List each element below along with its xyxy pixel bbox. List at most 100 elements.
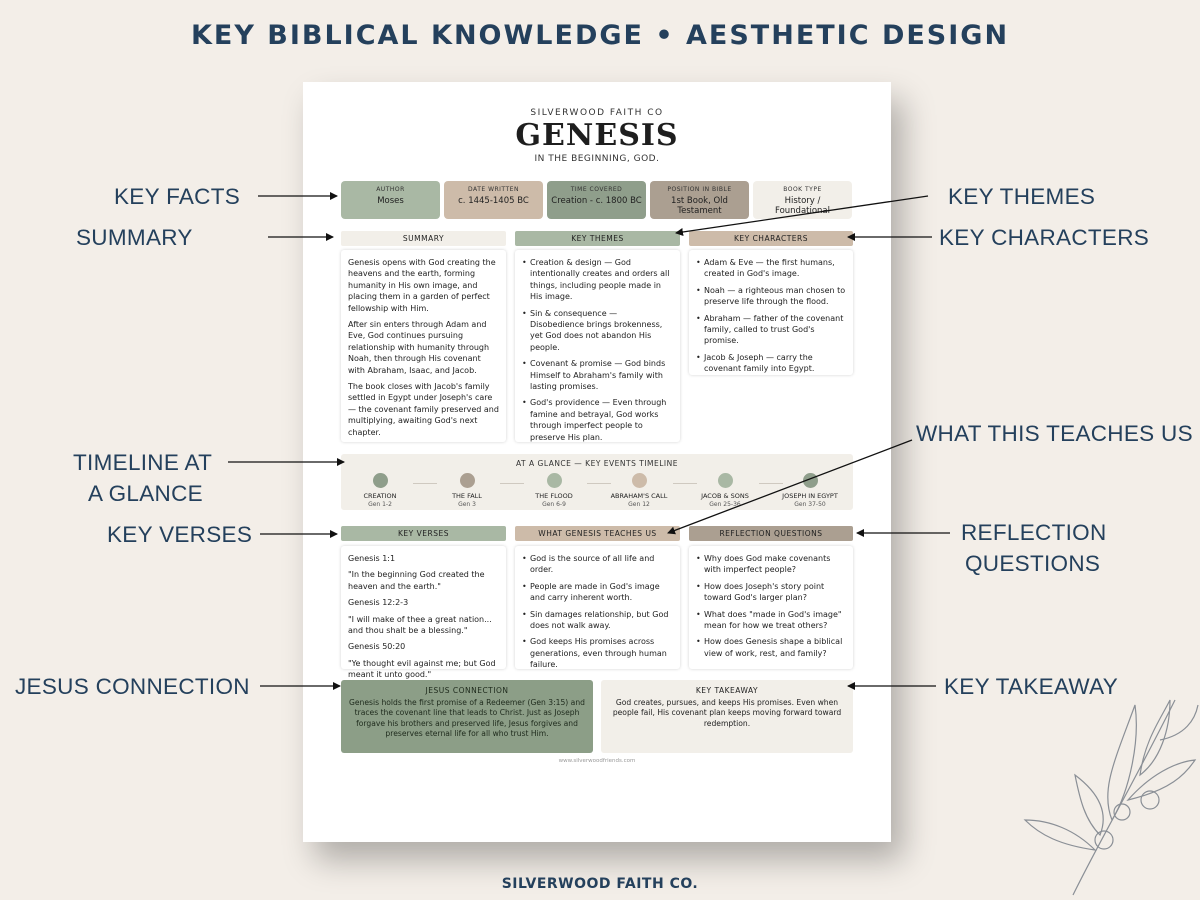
worksheet: SILVERWOOD FAITH CO GENESIS IN THE BEGIN… bbox=[303, 82, 891, 842]
timeline-dot bbox=[802, 473, 818, 488]
timeline-event: JOSEPH IN EGYPT Gen 37-50 bbox=[769, 473, 851, 508]
fact-value: Moses bbox=[377, 196, 404, 206]
footer-brand: SILVERWOOD FAITH CO. bbox=[501, 876, 699, 892]
key-takeaway-text: God creates, pursues, and keeps His prom… bbox=[612, 698, 842, 728]
fact-value: c. 1445-1405 BC bbox=[458, 196, 529, 206]
reflection-box: Why does God make covenants with imperfe… bbox=[689, 546, 853, 669]
teaches-box: God is the source of all life and order.… bbox=[515, 546, 680, 669]
fact-time-covered: TIME COVERED Creation - c. 1800 BC bbox=[547, 181, 646, 219]
fact-label: DATE WRITTEN bbox=[468, 186, 519, 193]
theme-item: Covenant & promise — God binds Himself t… bbox=[522, 358, 673, 392]
key-takeaway-header: KEY TAKEAWAY bbox=[695, 686, 759, 695]
timeline-dot bbox=[546, 473, 562, 488]
fact-value: 1st Book, Old Testament bbox=[671, 196, 728, 216]
teaches-header: WHAT GENESIS TEACHES US bbox=[515, 526, 680, 541]
timeline-event-ref: Gen 3 bbox=[458, 501, 476, 508]
fact-date-written: DATE WRITTEN c. 1445-1405 BC bbox=[444, 181, 543, 219]
summary-paragraph: The book closes with Jacob's family sett… bbox=[348, 382, 499, 437]
reflection-item: Why does God make covenants with imperfe… bbox=[696, 553, 846, 576]
timeline-connector bbox=[413, 483, 437, 484]
reflection-item: What does "made in God's image" mean for… bbox=[696, 609, 846, 632]
teaching-item: Sin damages relationship, but God does n… bbox=[522, 609, 673, 632]
key-takeaway-panel: KEY TAKEAWAY God creates, pursues, and k… bbox=[601, 680, 853, 753]
timeline-event-name: THE FLOOD bbox=[535, 492, 573, 500]
verse-reference: Genesis 50:20 bbox=[348, 642, 406, 652]
timeline-event-name: JOSEPH IN EGYPT bbox=[782, 492, 838, 500]
character-item: Jacob & Joseph — carry the covenant fami… bbox=[696, 352, 846, 375]
callout-key-takeaway: KEY TAKEAWAY bbox=[944, 674, 1119, 699]
callout-timeline-line2: A GLANCE bbox=[88, 481, 203, 506]
characters-header: KEY CHARACTERS bbox=[689, 231, 853, 246]
timeline-dot bbox=[717, 473, 733, 488]
fact-value: Creation - c. 1800 BC bbox=[551, 196, 642, 206]
teaching-item: People are made in God's image and carry… bbox=[522, 581, 673, 604]
sheet-title: GENESIS bbox=[515, 118, 679, 153]
jesus-connection-text: Genesis holds the first promise of a Red… bbox=[349, 698, 585, 739]
timeline-connector bbox=[500, 483, 524, 484]
timeline-event: ABRAHAM'S CALL Gen 12 bbox=[598, 473, 680, 508]
timeline-event-ref: Gen 1-2 bbox=[368, 501, 392, 508]
verses-box: Genesis 1:1 "In the beginning God create… bbox=[341, 546, 506, 679]
callout-jesus-connection: JESUS CONNECTION bbox=[15, 674, 250, 699]
page-banner: KEY BIBLICAL KNOWLEDGE • AESTHETIC DESIG… bbox=[190, 20, 1010, 51]
themes-header: KEY THEMES bbox=[515, 231, 680, 246]
olive-branch-icon bbox=[1023, 699, 1199, 896]
callout-reflection-line2: QUESTIONS bbox=[965, 551, 1101, 576]
verse-text: "Ye thought evil against me; but God mea… bbox=[348, 658, 496, 680]
timeline-connector bbox=[673, 483, 697, 484]
character-item: Noah — a righteous man chosen to preserv… bbox=[696, 285, 846, 308]
timeline-connector bbox=[587, 483, 611, 484]
callout-summary: SUMMARY bbox=[76, 225, 193, 250]
timeline-event-name: CREATION bbox=[363, 492, 397, 500]
reflection-item: How does Genesis shape a biblical view o… bbox=[696, 636, 846, 659]
timeline-event: CREATION Gen 1-2 bbox=[339, 473, 421, 508]
timeline-dot bbox=[459, 473, 475, 488]
themes-box: Creation & design — God intentionally cr… bbox=[515, 250, 680, 442]
reflection-item: How does Joseph's story point toward God… bbox=[696, 581, 846, 604]
key-facts-row: AUTHOR Moses DATE WRITTEN c. 1445-1405 B… bbox=[341, 181, 853, 219]
reflection-header: REFLECTION QUESTIONS bbox=[689, 526, 853, 541]
timeline-event-ref: Gen 12 bbox=[628, 501, 650, 508]
callout-key-themes: KEY THEMES bbox=[948, 184, 1096, 209]
website-url: www.silverwoodfriends.com bbox=[558, 758, 636, 764]
fact-value: History / Foundational bbox=[774, 196, 831, 216]
verse-reference: Genesis 1:1 bbox=[348, 554, 396, 563]
timeline-event-ref: Gen 6-9 bbox=[542, 501, 566, 508]
fact-author: AUTHOR Moses bbox=[341, 181, 440, 219]
timeline-event-ref: Gen 25-36 bbox=[709, 501, 741, 508]
summary-header: SUMMARY bbox=[341, 231, 506, 246]
verse-reference: Genesis 12:2-3 bbox=[348, 598, 409, 608]
character-item: Abraham — father of the covenant family,… bbox=[696, 313, 846, 347]
timeline-event: THE FALL Gen 3 bbox=[426, 473, 508, 508]
timeline: AT A GLANCE — KEY EVENTS TIMELINE CREATI… bbox=[341, 454, 853, 510]
verse-text: "I will make of thee a great nation... a… bbox=[348, 614, 492, 636]
theme-item: Creation & design — God intentionally cr… bbox=[522, 257, 673, 303]
theme-item: Sin & consequence — Disobedience brings … bbox=[522, 308, 673, 354]
timeline-event: THE FLOOD Gen 6-9 bbox=[513, 473, 595, 508]
sheet-brand: SILVERWOOD FAITH CO bbox=[530, 108, 664, 118]
verse-text: "In the beginning God created the heaven… bbox=[348, 570, 485, 591]
theme-item: God's providence — Even through famine a… bbox=[522, 397, 673, 443]
timeline-event: JACOB & SONS Gen 25-36 bbox=[684, 473, 766, 508]
callout-reflection-line1: REFLECTION bbox=[961, 520, 1107, 545]
timeline-event-name: ABRAHAM'S CALL bbox=[610, 492, 668, 500]
jesus-connection-header: JESUS CONNECTION bbox=[425, 686, 509, 695]
timeline-event-name: THE FALL bbox=[452, 492, 482, 500]
teaching-item: God keeps His promises across generation… bbox=[522, 636, 673, 670]
timeline-dot bbox=[631, 473, 647, 488]
callout-timeline-line1: TIMELINE AT bbox=[73, 450, 213, 475]
timeline-title: AT A GLANCE — KEY EVENTS TIMELINE bbox=[516, 459, 678, 468]
timeline-event-ref: Gen 37-50 bbox=[794, 501, 826, 508]
fact-position: POSITION IN BIBLE 1st Book, Old Testamen… bbox=[650, 181, 749, 219]
timeline-event-name: JACOB & SONS bbox=[701, 492, 749, 500]
summary-paragraph: Genesis opens with God creating the heav… bbox=[348, 258, 496, 313]
fact-label: AUTHOR bbox=[376, 186, 405, 193]
fact-label: TIME COVERED bbox=[570, 186, 623, 193]
fact-book-type: BOOK TYPE History / Foundational bbox=[753, 181, 852, 219]
character-item: Adam & Eve — the first humans, created i… bbox=[696, 257, 846, 280]
characters-box: Adam & Eve — the first humans, created i… bbox=[689, 250, 853, 375]
sheet-subtitle: IN THE BEGINNING, GOD. bbox=[534, 154, 660, 164]
callout-key-verses: KEY VERSES bbox=[107, 522, 253, 547]
jesus-connection-panel: JESUS CONNECTION Genesis holds the first… bbox=[341, 680, 593, 753]
verses-header: KEY VERSES bbox=[341, 526, 506, 541]
